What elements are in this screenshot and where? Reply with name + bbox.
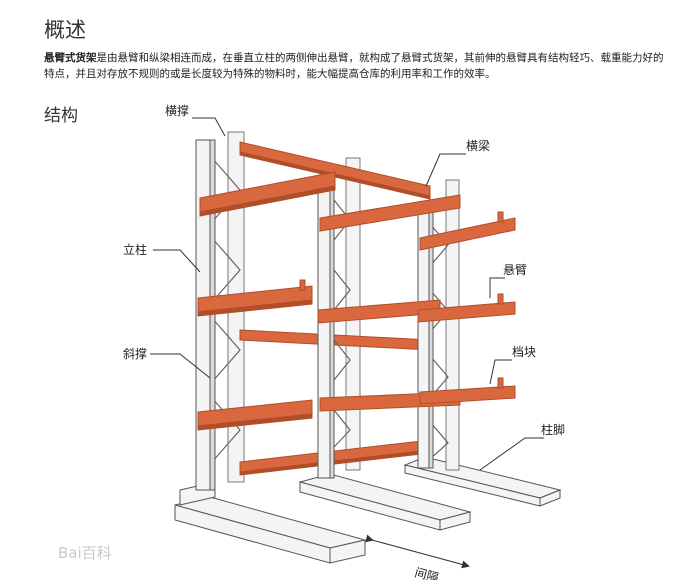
label-crossbeam: 横梁 <box>466 138 490 153</box>
label-spacing: 间隔 <box>413 565 440 580</box>
label-diagonal-brace: 斜撑 <box>123 346 147 361</box>
label-upright: 立柱 <box>123 242 147 257</box>
cantilever-arms <box>197 171 516 431</box>
overview-heading: 概述 <box>44 18 86 42</box>
intro-text: 是由悬臂和纵梁相连而成，在垂直立柱的两侧伸出悬臂，就构成了悬臂式货架，其前伸的悬… <box>44 52 664 80</box>
label-base-foot: 柱脚 <box>541 422 565 437</box>
leader-lines <box>150 117 544 471</box>
label-cantilever-arm: 悬臂 <box>503 263 527 277</box>
watermark: Bai百科 <box>58 544 112 562</box>
intro-paragraph: 悬臂式货架是由悬臂和纵梁相连而成，在垂直立柱的两侧伸出悬臂，就构成了悬臂式货架，… <box>44 50 664 82</box>
structure-heading: 结构 <box>44 106 78 126</box>
spacing-dimension <box>365 534 470 569</box>
label-cross-brace: 横撑 <box>165 103 189 118</box>
label-stopper: 档块 <box>512 345 536 359</box>
base-feet <box>174 456 562 564</box>
intro-term: 悬臂式货架 <box>44 52 97 64</box>
